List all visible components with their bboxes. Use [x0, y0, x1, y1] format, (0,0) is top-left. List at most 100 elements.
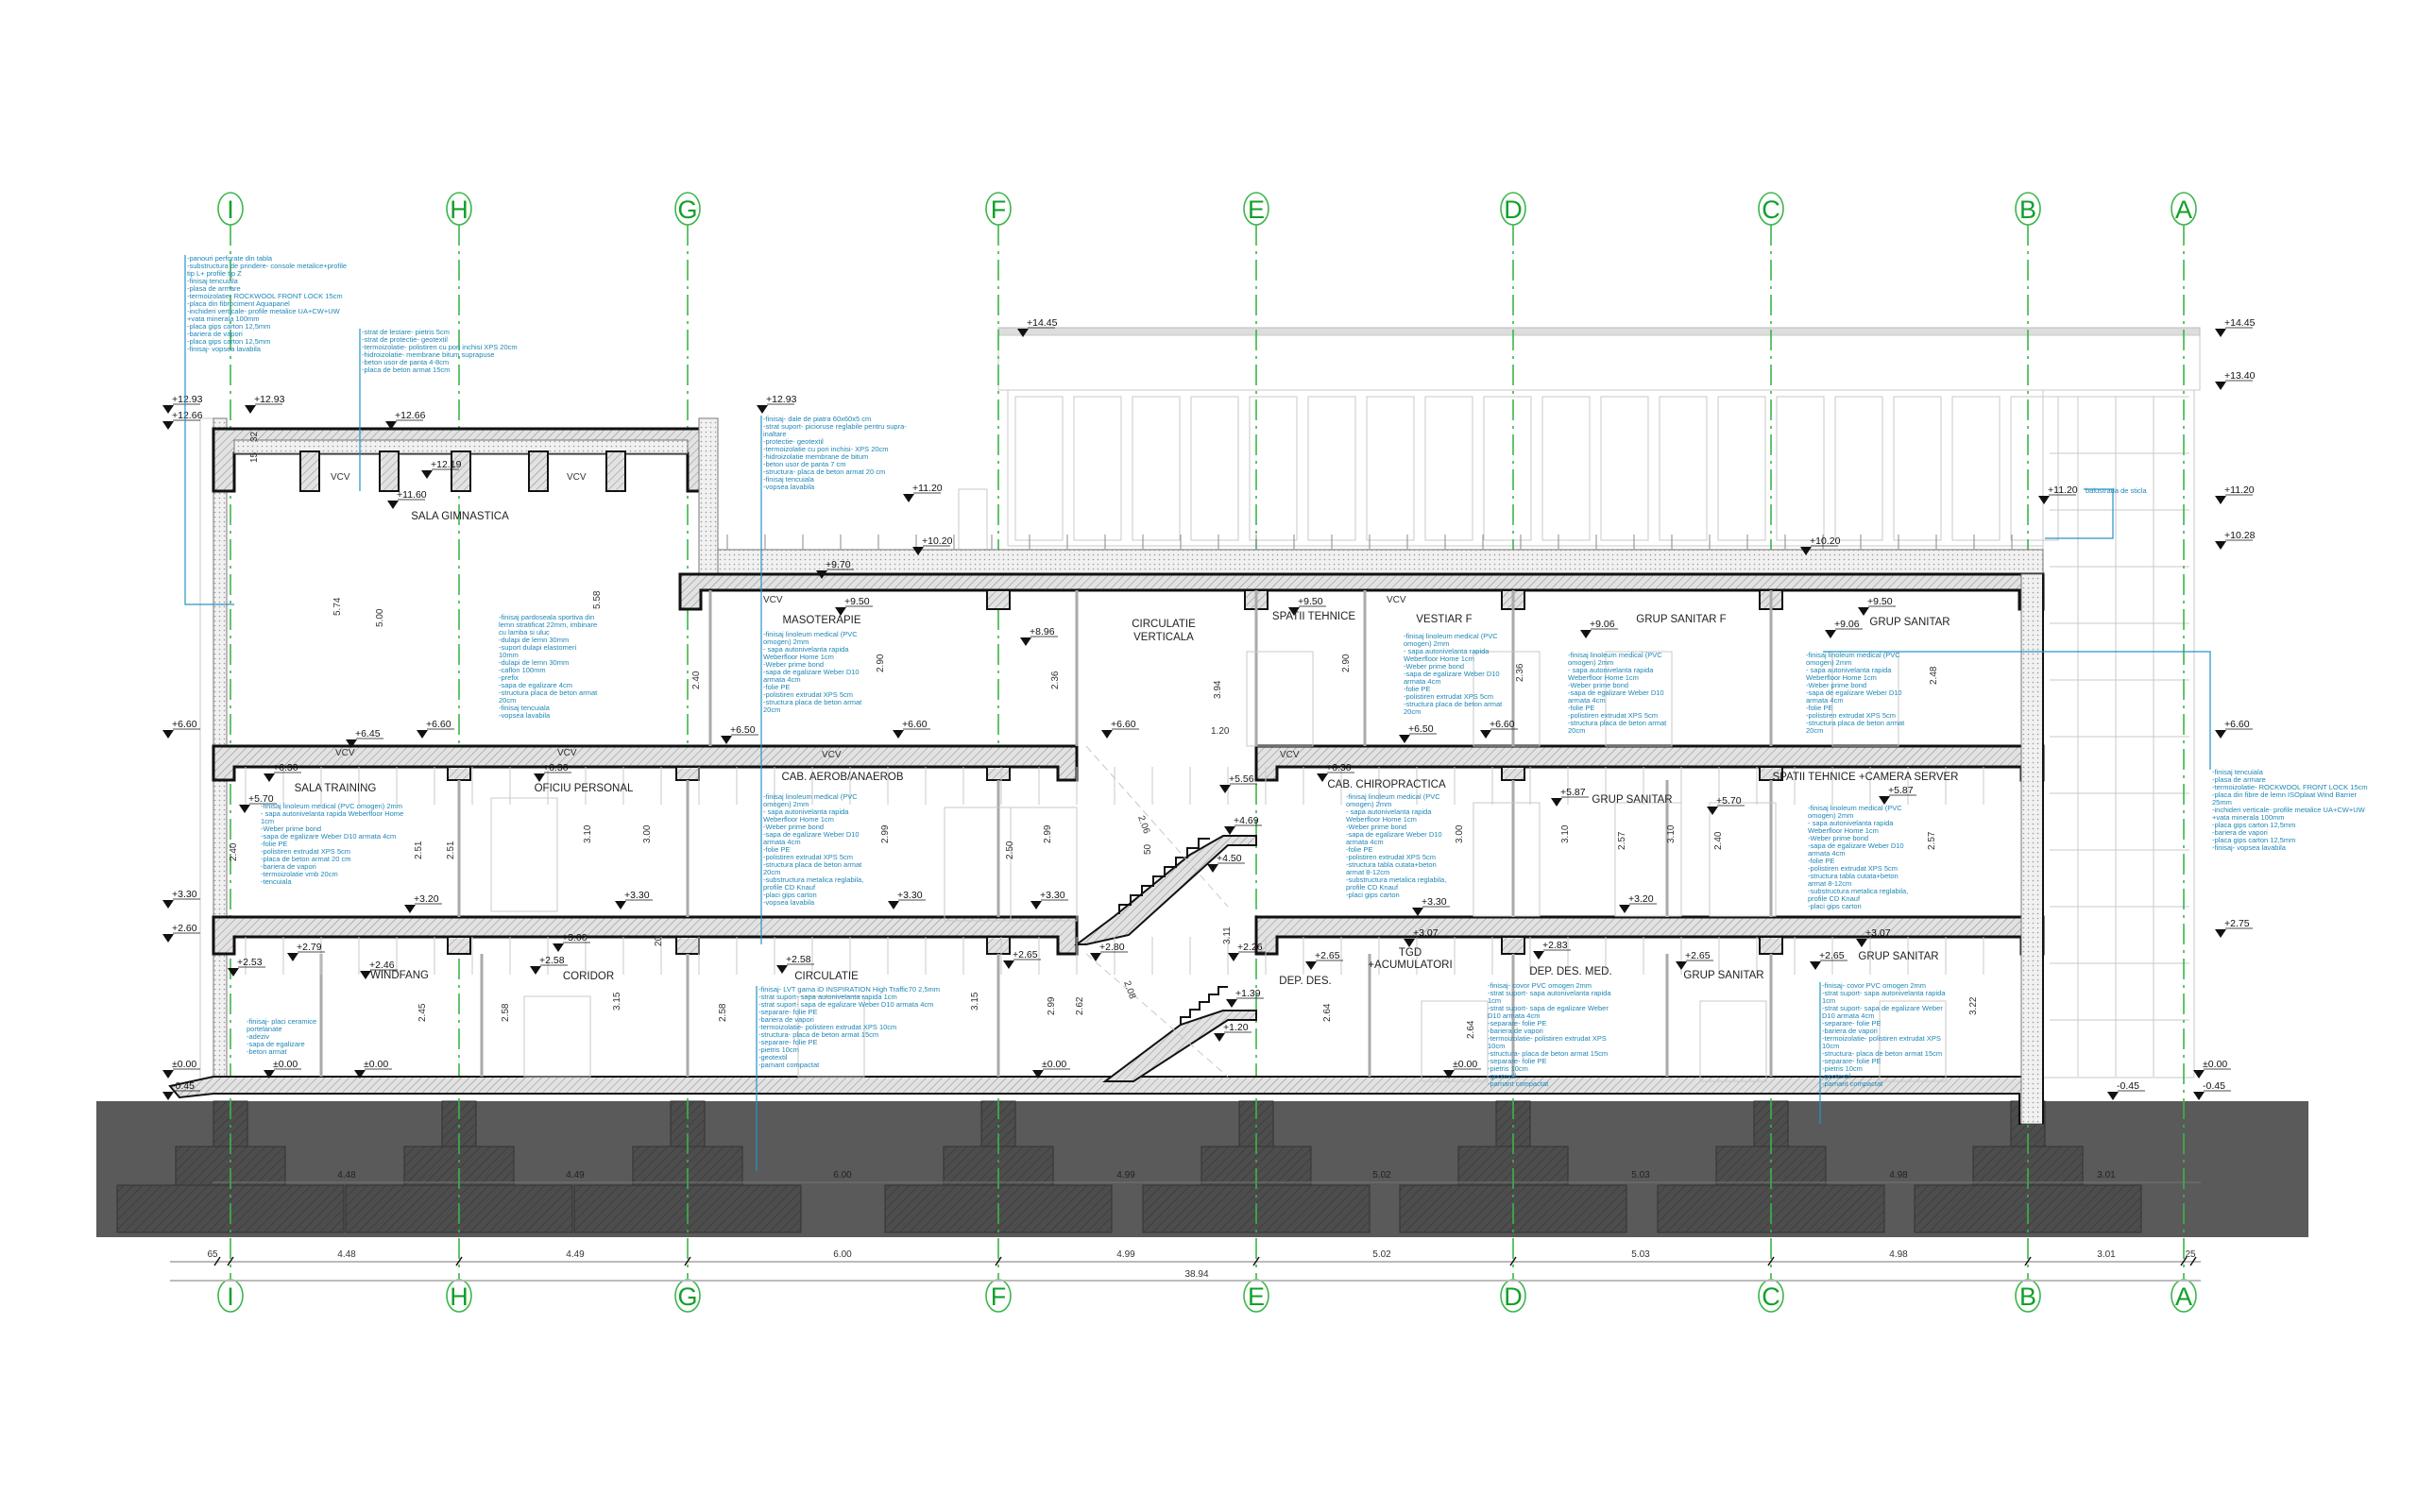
grid-bubble-f: F	[985, 1279, 1012, 1313]
dimension-span: 5.03	[1631, 1249, 1650, 1260]
elevation-label: +5.70	[1716, 795, 1742, 807]
grid-bubble-g: G	[674, 1279, 701, 1313]
dimension-span-foundation: 4.99	[1116, 1170, 1135, 1181]
elevation-marker-icon	[354, 1070, 366, 1079]
elevation-marker-icon	[1399, 735, 1410, 743]
note-line: -sapa de egalizare	[247, 1040, 305, 1048]
note-line: -placa gips carton 12,5mm	[187, 322, 270, 331]
elevation-marker-icon	[553, 943, 564, 952]
dimension-span-foundation: 5.02	[1372, 1170, 1391, 1181]
elevation-marker-icon	[1207, 864, 1218, 873]
note-line: -finisaj- covor PVC omogen 2mm	[1488, 981, 1592, 990]
note-line: omogen) 2mm	[763, 800, 809, 808]
room-label: WINDFANG	[370, 970, 429, 981]
note-line: -Weber prime bond	[1808, 834, 1868, 842]
note-line: -sapa de egalizare Weber D10	[763, 830, 860, 839]
note-facade-right: -finisaj tencuiala-plasa de armare-termo…	[2212, 768, 2368, 852]
dimension-label: 50	[1143, 843, 1153, 855]
dimension-label: 2.48	[1929, 666, 1939, 685]
note-line: -placi gips carton	[1346, 891, 1400, 899]
dimension-label: 2.90	[1341, 654, 1352, 672]
note-line: - sapa autonivelanta rapida	[1568, 666, 1654, 674]
room-label: TGD	[1399, 947, 1422, 959]
note-line: -termoizolatie- polistiren extrudat XPS	[1822, 1034, 1941, 1043]
elevation-label: +12.66	[395, 410, 426, 421]
door	[1614, 802, 1682, 917]
note-line: -structura placa de beton armat	[499, 688, 598, 697]
room-label: SALA GIMNASTICA	[411, 511, 509, 522]
note-line: -sapa de egalizare Weber D10	[1568, 688, 1664, 697]
elevation-label: +2.65	[1315, 950, 1340, 961]
dimension-label: 3.15	[970, 992, 980, 1011]
dimension-span: 25	[2185, 1249, 2196, 1260]
note-line: -sapa de egalizare Weber D10 armata 4cm	[261, 832, 396, 841]
elevation-marker-icon	[1224, 826, 1235, 835]
elevation-label: +2.80	[1099, 942, 1125, 953]
note-line: -panouri perforate din tabla	[187, 254, 273, 263]
note-line: -strat suport- sapa de egalizare Weber D…	[758, 1000, 933, 1009]
room-label: DEP. DES. MED.	[1529, 966, 1611, 977]
dimension-label: 32	[249, 431, 260, 442]
elevation-marker-icon	[615, 901, 626, 909]
note-line: -folie PE	[1808, 857, 1834, 865]
note-line: 25mm	[2212, 798, 2232, 807]
note-line: -strat suport- sapa autonivelanta rapida…	[758, 993, 897, 1001]
note-line: -sapa de egalizare Weber D10	[1806, 688, 1902, 697]
note-line: -finisaj tencuiala	[2212, 768, 2264, 776]
note-line: -finisaj- placi ceramice	[247, 1017, 316, 1026]
note-line: -pietris 10cm	[1488, 1064, 1528, 1073]
elevation-label: +12.93	[766, 394, 797, 405]
note-line: profile CD Knauf	[1808, 894, 1861, 903]
elevation-label: +9.06	[1590, 619, 1615, 630]
elevation-marker-icon	[1404, 939, 1415, 947]
grid-axis-label: F	[991, 195, 1007, 224]
elevation-marker-icon	[1288, 607, 1300, 616]
floor-slab-level-2	[212, 744, 1079, 782]
elevation-label: ±0.00	[1453, 1059, 1477, 1070]
note-line: -placa de beton armat 20 cm	[261, 855, 350, 863]
note-line: -finisaj- LVT gama iD INSPIRATION High T…	[758, 985, 940, 994]
dimension-label: 2.90	[876, 654, 886, 672]
note-line: -beton usor de panta 7 cm	[763, 460, 846, 468]
note-line: profile CD Knauf	[1346, 883, 1399, 892]
ceiling-tag: VCV	[1387, 595, 1406, 605]
note-line: -sapa de egalizare Weber D10	[1404, 670, 1500, 678]
grid-axis-label: B	[2019, 195, 2036, 224]
elevation-label: +1.20	[1223, 1022, 1249, 1033]
elevation-label: +5.56	[1229, 773, 1254, 785]
door	[1709, 802, 1777, 917]
note-line: -strat suport- sapa autonivelanta rapida	[1488, 989, 1611, 997]
dimension-label: 2.99	[880, 824, 891, 843]
note-line: -sapa de egalizare Weber D10	[1346, 830, 1442, 839]
elevation-marker-icon	[893, 730, 904, 739]
dimension-label: 5.00	[375, 608, 385, 627]
elevation-marker-icon	[2038, 496, 2050, 504]
elevation-label: +2.46	[369, 960, 395, 971]
elevation-marker-icon	[1551, 798, 1562, 807]
note-line: 1cm	[1488, 996, 1501, 1005]
dimension-span: 6.00	[833, 1249, 852, 1260]
elevation-marker-icon	[1101, 730, 1113, 739]
elevation-label: +11.20	[912, 483, 943, 494]
note-line: Weberfloor Home 1cm	[1404, 654, 1474, 663]
elevation-label: +3.20	[1628, 893, 1654, 905]
grid-axis-label: C	[1762, 1283, 1780, 1311]
note-line: -caflon 100mm	[499, 666, 546, 674]
note-line: - sapa autonivelanta rapida Weberfloor H…	[261, 809, 403, 818]
elevation-label: ±0.00	[172, 1059, 196, 1070]
dimension-label: 2.45	[417, 1003, 428, 1022]
note-line: -polistiren extrudat XPS 5cm	[1808, 864, 1898, 873]
room-label: OFICIU PERSONAL	[535, 783, 634, 794]
room-label: CAB. CHIROPRACTICA	[1327, 779, 1446, 790]
note-line: -polistiren extrudat XPS 5cm	[763, 690, 853, 699]
note-line: omogen) 2mm	[1806, 658, 1851, 667]
note-line: armat 8-12cm	[1346, 868, 1389, 876]
elevation-label: +13.40	[2224, 370, 2256, 382]
grid-bubble-i: I	[217, 1279, 244, 1313]
elevation-label: +3.07	[1413, 927, 1439, 939]
elevation-label: +6.60	[172, 719, 197, 730]
note-line: -dulapi de lemn 30mm	[499, 658, 569, 667]
note-line: -separare- folie PE	[1822, 1019, 1882, 1028]
